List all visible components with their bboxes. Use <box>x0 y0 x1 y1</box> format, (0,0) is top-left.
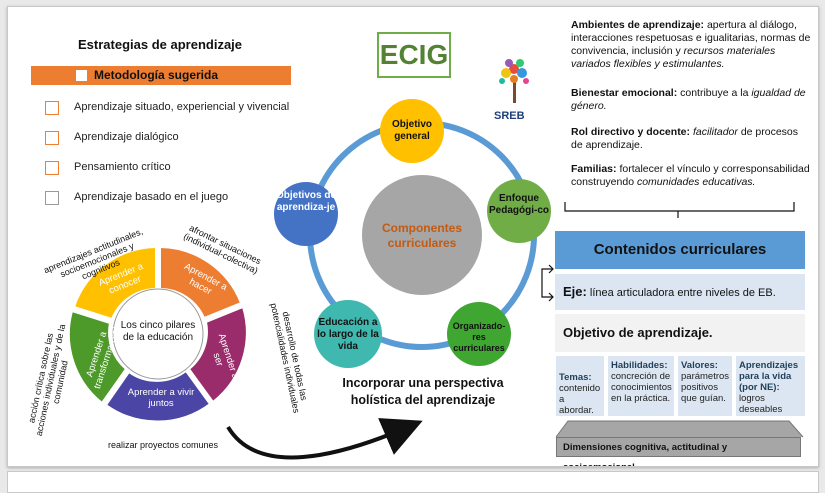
dimensions-roof <box>555 420 804 438</box>
cycle-center <box>362 175 482 295</box>
eje-label: Eje: <box>563 284 587 299</box>
paragraph-bold: Rol directivo y docente: <box>571 126 691 138</box>
pillar-segment-vivir <box>104 369 212 423</box>
sreb-logo-icon <box>499 59 529 103</box>
wheel-center <box>112 288 204 380</box>
link-arrow <box>541 268 553 298</box>
cycle-node-label: Objetivos de aprendiza-je <box>275 190 336 213</box>
eje-content: Eje: línea articuladora entre niveles de… <box>555 274 805 309</box>
cycle-node-label: Enfoque Pedagógi-co <box>489 193 550 216</box>
paragraph-bold: Familias: <box>571 163 617 175</box>
paragraph-italic: recursos materiales variados flexibles y… <box>571 45 776 70</box>
cycle-node-educacion <box>314 300 382 368</box>
column-title: Aprendizajes para la vida (por NE): <box>739 360 799 393</box>
diagram-svg <box>67 59 804 460</box>
contenidos-header: Contenidos curriculares <box>555 231 805 269</box>
cycle-caption: Incorporar una perspectiva holística del… <box>342 376 504 407</box>
checklist-label: Aprendizaje situado, experiencial y vive… <box>74 101 290 113</box>
column-text: concreción de conocimientos en la prácti… <box>611 371 672 404</box>
column-cell: Aprendizajes para la vida (por NE): logr… <box>736 356 805 416</box>
pillar-segment-transformar <box>67 309 128 405</box>
cycle-center-label: Componentes curriculares <box>381 221 462 250</box>
checkbox[interactable] <box>45 161 59 175</box>
wheel-center-label: Los cinco pilares de la educación <box>120 320 196 343</box>
paragraph-italic: facilitador <box>692 126 738 138</box>
methodology-header: Metodología sugerida <box>31 66 291 85</box>
slide: Estrategias de aprendizaje Metodología s… <box>7 6 819 467</box>
paragraph-bold: Bienestar emocional: <box>571 87 678 99</box>
paragraph-italic: comunidades educativas. <box>636 176 756 188</box>
column-title: Temas: <box>559 372 592 383</box>
checklist-label: Aprendizaje dialógico <box>74 131 179 143</box>
paragraph-bold: Ambientes de aprendizaje: <box>571 19 705 31</box>
paragraph-text: apertura al diálogo, interacciones respe… <box>571 19 811 57</box>
cycle-node-organizadores <box>447 302 511 366</box>
column-cell: Temas:contenido a abordar. <box>556 356 604 416</box>
methodology-label: Metodología sugerida <box>94 68 219 82</box>
pillar-segment-ser <box>187 305 248 404</box>
checkbox[interactable] <box>45 191 59 205</box>
next-slide-strip <box>7 471 819 493</box>
pillar-segment-hacer <box>159 245 243 320</box>
column-text: parámetros positivos que guían. <box>681 371 730 404</box>
paragraph-italic: igualdad de género. <box>571 87 806 112</box>
checklist-label: Pensamiento crítico <box>74 161 171 173</box>
ecig-badge: ECIG <box>377 32 451 78</box>
ambientes-paragraph: Ambientes de aprendizaje: apertura al di… <box>571 19 811 71</box>
cycle-node-label: Organizado-res curriculares <box>452 321 506 353</box>
curved-arrow <box>226 418 423 460</box>
checkbox[interactable] <box>45 101 59 115</box>
checklist-label: Aprendizaje basado en el juego <box>74 191 229 203</box>
strategies-title: Estrategias de aprendizaje <box>78 37 243 52</box>
methodology-checkbox[interactable] <box>76 70 87 81</box>
column-text: contenido a abordar. <box>559 383 601 416</box>
cycle-node-enfoque <box>487 179 551 243</box>
cycle-node-label: Objetivo general <box>391 119 432 142</box>
paragraph-text: de procesos de aprendizaje. <box>571 126 799 151</box>
cycle-node-label: Educación a lo largo de la vida <box>317 317 379 352</box>
column-title: Valores: <box>681 360 718 371</box>
objetivo-row: Objetivo de aprendizaje. <box>555 314 805 352</box>
dimensions-bar: Dimensiones cognitiva, actitudinal y soc… <box>556 437 801 466</box>
pillar-segment-conocer <box>72 245 157 321</box>
cycle-node-objetivo-general <box>380 99 444 163</box>
cycle-node-objetivos <box>274 182 338 246</box>
checkbox[interactable] <box>45 131 59 145</box>
pillar-label: Aprender a vivir juntos <box>127 387 195 409</box>
column-cell: Habilidades:concreción de conocimientos … <box>608 356 674 416</box>
familias-paragraph: Familias: fortalecer el vínculo y corres… <box>571 163 811 189</box>
column-title: Habilidades: <box>611 360 668 371</box>
wheel-outer-note: realizar proyectos comunes <box>107 440 219 450</box>
paragraph-text: contribuye a la <box>677 87 752 99</box>
eje-row: Eje: línea articuladora entre niveles de… <box>555 274 805 310</box>
eje-text: línea articuladora entre niveles de EB. <box>586 287 776 299</box>
column-text: logros deseables <box>739 393 783 415</box>
column-cell: Valores:parámetros positivos que guían. <box>678 356 732 416</box>
rol-paragraph: Rol directivo y docente: facilitador de … <box>571 126 811 152</box>
sreb-logo-text: SREB <box>494 110 525 122</box>
brace <box>564 202 795 218</box>
paragraph-text: fortalecer el vínculo y corresponsabilid… <box>571 163 810 188</box>
bienestar-paragraph: Bienestar emocional: contribuye a la igu… <box>571 87 811 113</box>
